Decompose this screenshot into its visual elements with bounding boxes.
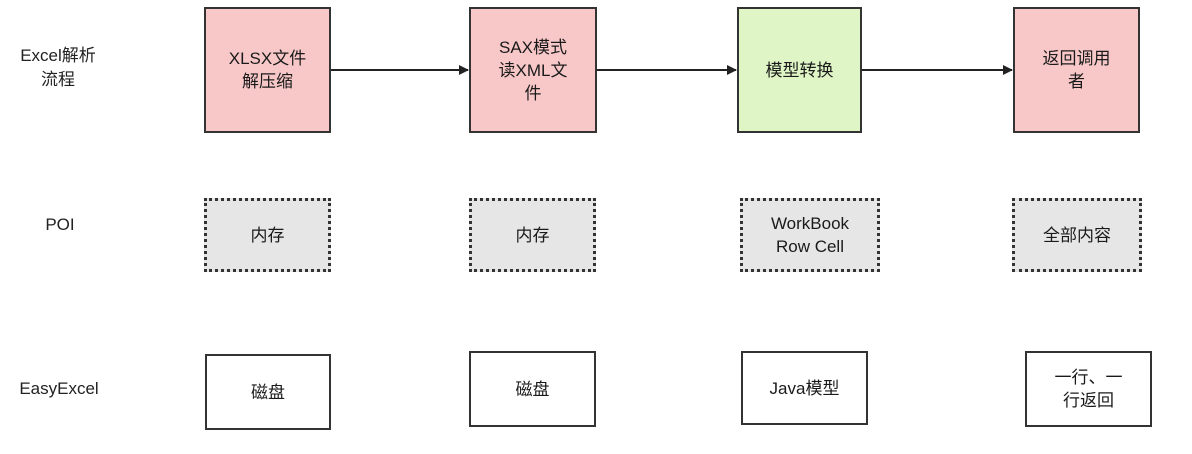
step-sax-read-xml: SAX模式 读XML文 件 xyxy=(469,7,597,133)
row-label-excel-flow: Excel解析 流程 xyxy=(20,46,96,89)
poi-box-workbook: WorkBook Row Cell xyxy=(740,198,880,272)
step-model-convert: 模型转换 xyxy=(737,7,862,133)
easyexcel-box-disk-2: 磁盘 xyxy=(469,351,596,427)
row-label-poi: POI xyxy=(45,215,75,234)
step-return-caller: 返回调用 者 xyxy=(1013,7,1140,133)
poi-box-all-content: 全部内容 xyxy=(1012,198,1142,272)
row-label-easyexcel: EasyExcel xyxy=(19,379,99,398)
poi-box-memory-2: 内存 xyxy=(469,198,596,272)
step-xlsx-unzip: XLSX文件 解压缩 xyxy=(204,7,331,133)
poi-box-memory-1: 内存 xyxy=(204,198,331,272)
easyexcel-box-java-model: Java模型 xyxy=(741,351,868,425)
easyexcel-box-row-by-row: 一行、一 行返回 xyxy=(1025,351,1152,427)
easyexcel-box-disk-1: 磁盘 xyxy=(205,354,331,430)
